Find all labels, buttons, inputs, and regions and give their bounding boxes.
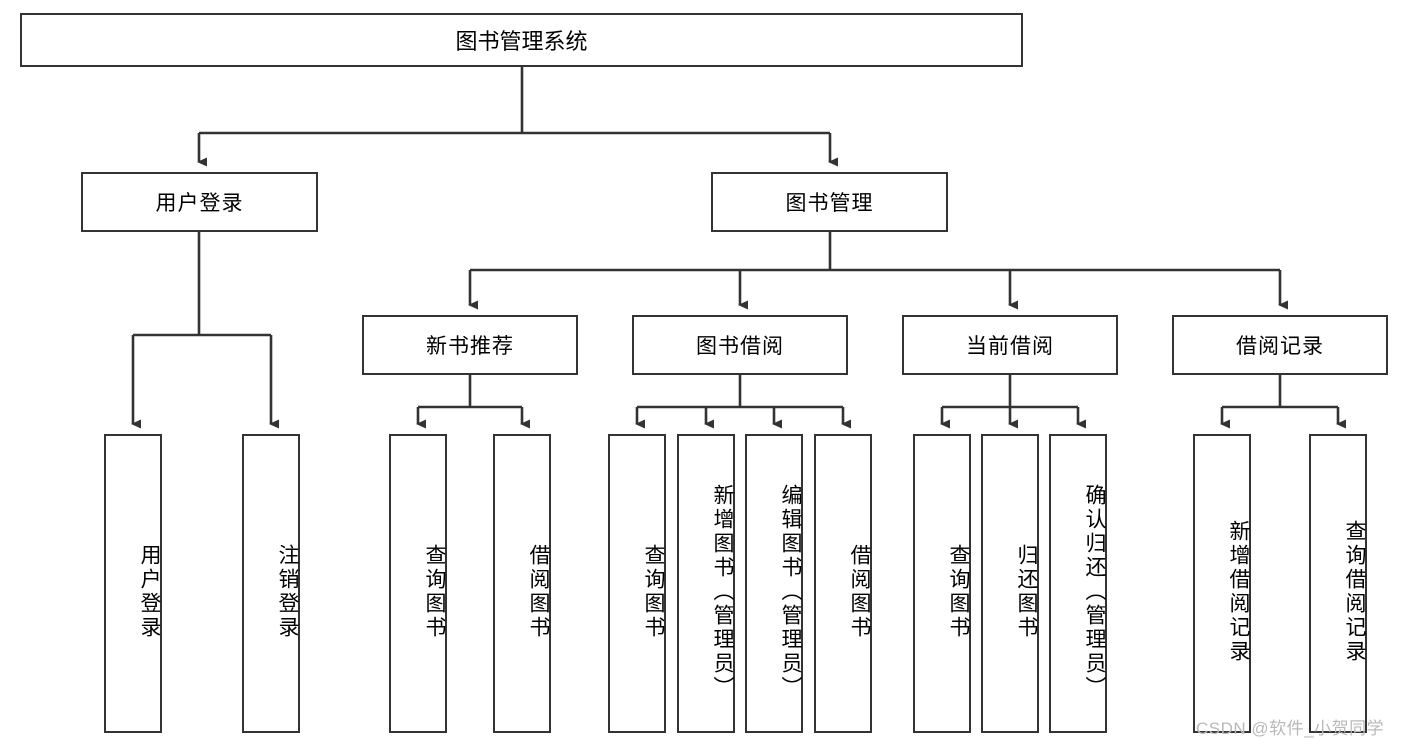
node-label: 新增图书（管理员） bbox=[711, 483, 734, 700]
leaf-new-book-query[interactable]: 查询图书 bbox=[389, 434, 447, 733]
node-label: 借阅图书 bbox=[527, 543, 550, 640]
node-label: 图书借阅 bbox=[696, 335, 784, 358]
node-label: 借阅图书 bbox=[848, 543, 871, 640]
node-label: 图书管理系统 bbox=[455, 29, 588, 54]
leaf-user-login-logout[interactable]: 注销登录 bbox=[242, 434, 300, 733]
node-label: 图书管理 bbox=[785, 192, 874, 215]
node-label: 查询图书 bbox=[423, 543, 446, 640]
node-label: 编辑图书（管理员） bbox=[779, 483, 802, 700]
node-label: 归还图书 bbox=[1015, 543, 1038, 640]
node-label: 用户登录 bbox=[138, 543, 161, 640]
node-label: 借阅记录 bbox=[1236, 335, 1324, 358]
leaf-current-borrow-confirm[interactable]: 确认归还（管理员） bbox=[1049, 434, 1107, 733]
leaf-current-borrow-return[interactable]: 归还图书 bbox=[981, 434, 1039, 733]
leaf-book-borrow-add[interactable]: 新增图书（管理员） bbox=[677, 434, 735, 733]
leaf-book-borrow-edit[interactable]: 编辑图书（管理员） bbox=[745, 434, 803, 733]
leaf-borrow-record-add[interactable]: 新增借阅记录 bbox=[1193, 434, 1251, 733]
node-label: 查询图书 bbox=[642, 543, 665, 640]
node-label: 用户登录 bbox=[155, 192, 244, 215]
node-label: 新书推荐 bbox=[426, 335, 514, 358]
leaf-new-book-borrow[interactable]: 借阅图书 bbox=[493, 434, 551, 733]
node-label: 当前借阅 bbox=[966, 335, 1054, 358]
node-label: 注销登录 bbox=[276, 543, 299, 640]
leaf-borrow-record-query[interactable]: 查询借阅记录 bbox=[1309, 434, 1367, 733]
leaf-user-login-login[interactable]: 用户登录 bbox=[104, 434, 162, 733]
node-current-borrow[interactable]: 当前借阅 bbox=[902, 315, 1118, 375]
node-borrow-record[interactable]: 借阅记录 bbox=[1172, 315, 1388, 375]
node-label: 查询图书 bbox=[947, 543, 970, 640]
node-new-book-recommend[interactable]: 新书推荐 bbox=[362, 315, 578, 375]
node-root-system[interactable]: 图书管理系统 bbox=[20, 13, 1023, 67]
node-label: 查询借阅记录 bbox=[1343, 519, 1366, 664]
leaf-book-borrow-query[interactable]: 查询图书 bbox=[608, 434, 666, 733]
leaf-current-borrow-query[interactable]: 查询图书 bbox=[913, 434, 971, 733]
node-book-borrow[interactable]: 图书借阅 bbox=[632, 315, 848, 375]
leaf-book-borrow-lend[interactable]: 借阅图书 bbox=[814, 434, 872, 733]
node-book-management[interactable]: 图书管理 bbox=[711, 172, 948, 232]
node-user-login[interactable]: 用户登录 bbox=[81, 172, 318, 232]
node-label: 确认归还（管理员） bbox=[1083, 483, 1106, 700]
watermark: CSDN @软件_小贺同学 bbox=[1196, 719, 1385, 738]
node-label: 新增借阅记录 bbox=[1227, 519, 1250, 664]
